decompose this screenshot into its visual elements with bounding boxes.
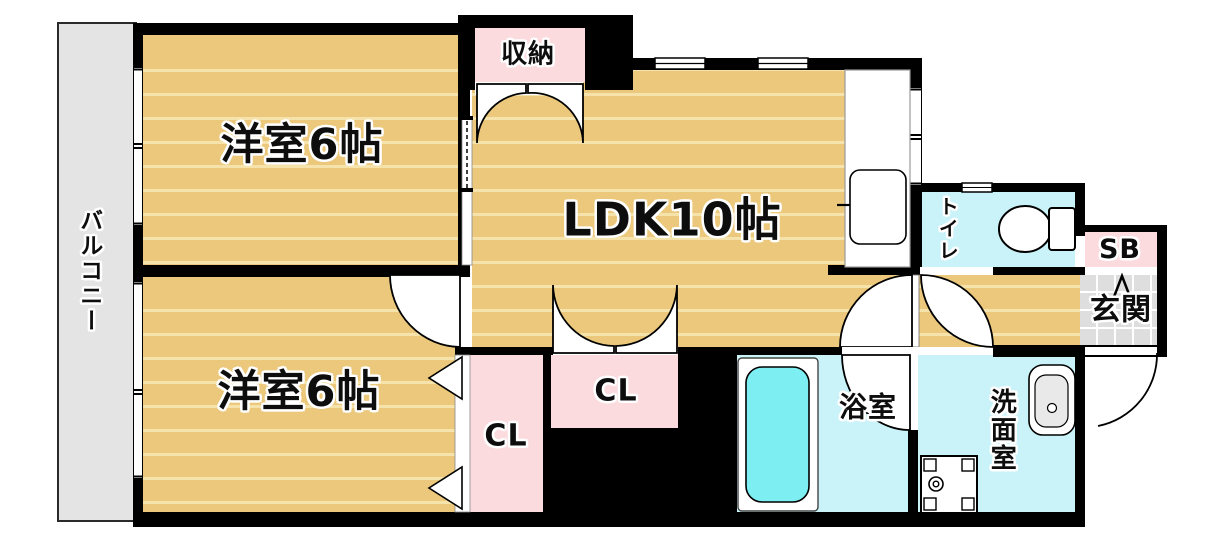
wall-segment	[993, 267, 1085, 275]
windows-layer	[134, 57, 993, 478]
wall-segment	[908, 192, 922, 275]
entry-arrow-icon	[1110, 272, 1134, 303]
wall-segment	[1075, 345, 1085, 527]
kitchen-counter	[837, 69, 911, 268]
wash-basin-icon	[1028, 364, 1076, 436]
room-label-closet-center: CL	[594, 373, 638, 409]
room-label-bedroom-bottom: 洋室6帖	[217, 367, 381, 418]
room-label-storage: 収納	[500, 39, 556, 70]
wall-segment	[133, 512, 1085, 527]
shoe-box-area	[1085, 232, 1157, 267]
washroom-door-gap	[908, 347, 993, 355]
toilet-bowl-icon	[998, 205, 1076, 253]
wall-segment	[908, 183, 1085, 192]
room-label-bedroom-top: 洋室6帖	[220, 120, 384, 171]
room-label-washroom: 洗面室	[986, 388, 1017, 472]
entrance-tile-floor	[1080, 275, 1157, 345]
closet-side-area	[470, 355, 543, 512]
hall-door-swing	[839, 274, 913, 348]
wall-segment	[1157, 225, 1167, 357]
wall-segment	[458, 15, 595, 28]
wall-segment	[543, 428, 680, 512]
wall-segment	[133, 265, 470, 277]
window	[134, 282, 142, 478]
fixtures-layer	[737, 69, 1134, 514]
wall-segment	[1075, 183, 1085, 236]
wall-segment	[828, 265, 912, 275]
ldk-floor	[472, 58, 908, 347]
wall-segment	[585, 15, 633, 90]
window	[961, 182, 993, 193]
bedroom-door-swing	[389, 274, 461, 348]
bedroom-door-gap	[458, 277, 470, 347]
closet-door-leaf	[552, 284, 615, 354]
door-swing-lens	[920, 274, 994, 348]
window	[757, 57, 809, 70]
kitchen-sink	[849, 169, 907, 245]
room-label-toilet: トイレ	[935, 196, 960, 262]
window	[654, 57, 706, 70]
room-label-bathroom: 浴室	[838, 390, 898, 424]
room-label-closet-side: CL	[484, 418, 528, 454]
sliding-door	[461, 116, 473, 266]
balcony-area	[57, 22, 137, 522]
bifold-closet-doors	[427, 354, 471, 513]
storage-area	[475, 28, 585, 82]
toilet-door-gap	[920, 267, 993, 275]
room-label-ldk: LDK10帖	[562, 192, 782, 247]
closet-door-leaf	[615, 284, 678, 354]
wall-segment	[993, 345, 1085, 357]
bathtub	[737, 357, 819, 512]
hallway-floor	[918, 275, 1080, 347]
bedroom-top-floor	[143, 35, 458, 265]
wall-segment	[678, 347, 842, 355]
window	[910, 88, 921, 185]
bathroom-door-gap	[842, 347, 908, 355]
window	[134, 68, 142, 225]
wall-segment	[455, 347, 553, 355]
washing-machine-pan-icon	[920, 455, 978, 514]
room-label-shoe-box: SB	[1098, 234, 1142, 266]
wall-segment	[458, 120, 464, 265]
wall-segment	[458, 15, 475, 90]
doors-layer	[389, 82, 1158, 513]
wall-segment	[543, 347, 551, 512]
entrance-door-swing	[1097, 352, 1158, 427]
bedroom-bottom-floor	[143, 277, 455, 512]
storage-door-leaf	[476, 83, 527, 144]
wall-segment	[1085, 225, 1167, 232]
wall-segment	[458, 90, 470, 120]
wall-segment	[133, 23, 473, 35]
walls-layer	[133, 15, 1167, 527]
closet-door-gap	[553, 347, 677, 355]
room-label-balcony: バルコニー	[75, 208, 102, 334]
bathroom-door-swing	[841, 354, 911, 431]
entrance-door-gap	[1085, 347, 1157, 355]
closet-center-area	[551, 353, 680, 428]
wall-segment	[908, 430, 918, 512]
wall-segment	[678, 355, 737, 512]
room-label-entrance: 玄関	[1090, 292, 1152, 328]
storage-door-leaf	[527, 83, 584, 144]
